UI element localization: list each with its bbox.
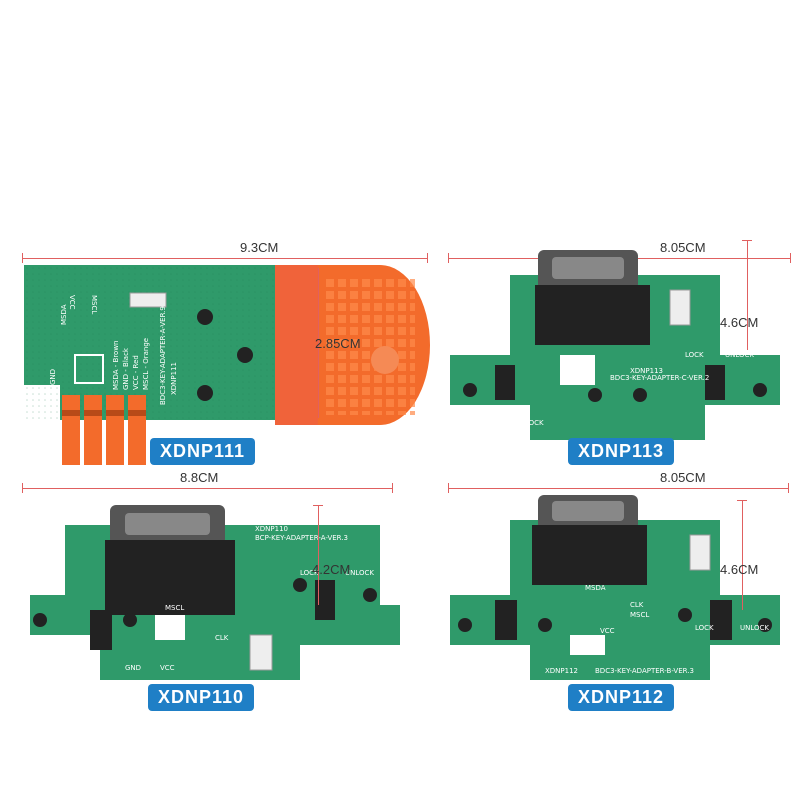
width-label: 4.2CM: [312, 562, 351, 577]
length-dimension-line: [448, 488, 788, 489]
silk-unlock: UNLOCK: [740, 624, 769, 632]
pcb-image-xdnp111: MSDA GND VCC MSCL MSDA - Brown GND - Bla…: [24, 265, 430, 465]
width-label: 4.6CM: [720, 562, 759, 577]
board-xdnp111-panel: 9.3CM: [0, 230, 440, 470]
dimension-tick: [313, 505, 323, 506]
dimension-tick: [790, 253, 791, 263]
length-dimension-line: [22, 258, 427, 259]
silk-board-id: BDC3-KEY-ADAPTER-C-VER.2: [610, 374, 709, 382]
model-badge-xdnp112: XDNP112: [568, 684, 675, 711]
width-label: 4.6CM: [720, 315, 759, 330]
silk-lock-2: LOCK: [525, 419, 544, 427]
silk-msda: MSDA: [60, 304, 68, 325]
width-dimension-line: [742, 500, 743, 610]
silk-mscl: MSCL: [165, 604, 184, 612]
length-label: 8.05CM: [660, 470, 706, 485]
silk-model: XDNP111: [170, 362, 178, 395]
silk-brown: MSDA - Brown: [112, 341, 120, 391]
silk-clk: CLK: [215, 634, 229, 642]
silk-vcc: VCC: [600, 627, 615, 635]
silk-unlock-2: UNLOCK: [480, 419, 509, 427]
dimension-tick: [22, 483, 23, 493]
length-dimension-line: [22, 488, 392, 489]
width-label: 2.85CM: [315, 336, 361, 351]
pcb-image-xdnp113: BDC3-KEY-ADAPTER-C-VER.2 XDNP113 LOCK UN…: [450, 250, 780, 440]
dimension-tick: [448, 253, 449, 263]
width-dimension-line: [747, 240, 748, 350]
silk-vcc: VCC: [160, 664, 175, 672]
silk-board-id: BDC3-KEY-ADAPTER-B-VER.3: [595, 667, 694, 675]
silk-mscl: MSCL: [90, 295, 98, 314]
dimension-tick: [22, 253, 23, 263]
model-badge-xdnp113: XDNP113: [568, 438, 675, 465]
length-label: 8.8CM: [180, 470, 219, 485]
silk-model: XDNP113: [630, 367, 663, 375]
dimension-tick: [737, 500, 747, 501]
silk-vcc: VCC: [68, 295, 76, 310]
silk-lock: LOCK: [685, 351, 704, 359]
silk-gnd: GND: [49, 369, 57, 385]
silk-red: VCC - Red: [132, 355, 140, 390]
dimension-tick: [788, 483, 789, 493]
silk-lock: LOCK: [300, 569, 319, 577]
dimension-tick: [427, 253, 428, 263]
silk-mscl: MSCL: [630, 611, 649, 619]
silk-model: XDNP110: [255, 525, 288, 533]
dimension-tick: [742, 240, 752, 241]
silk-gnd: GND: [125, 664, 141, 672]
silk-lock: LOCK: [695, 624, 714, 632]
width-dimension-line: [318, 505, 319, 605]
silk-orange: MSCL - Orange: [142, 338, 150, 390]
length-label: 9.3CM: [240, 240, 279, 255]
silk-msda: MSDA: [585, 584, 606, 592]
pcb-image-xdnp110: BCP-KEY-ADAPTER-A-VER.3 XDNP110 LOCK UNL…: [30, 505, 400, 680]
board-xdnp113-panel: 8.05CM BDC3-KEY-ADAPTER-C-VER.2 XDNP113 …: [440, 230, 800, 470]
silk-black: GND - Black: [122, 347, 130, 390]
model-badge-xdnp110: XDNP110: [148, 684, 255, 711]
pcb-image-xdnp112: MSDA CLK MSCL VCC LOCK UNLOCK XDNP112 BD…: [450, 495, 780, 680]
silk-model: XDNP112: [545, 667, 578, 675]
silk-unlock: UNLOCK: [725, 351, 754, 359]
silk-unlock: UNLOCK: [345, 569, 374, 577]
dimension-tick: [392, 483, 393, 493]
width-dimension-line: [318, 268, 319, 418]
board-xdnp112-panel: 8.05CM MSDA CLK MSCL VCC LOCK UNLOCK XDN…: [440, 470, 800, 720]
silk-clk: CLK: [630, 601, 644, 609]
board-xdnp110-panel: 8.8CM BCP-KEY-ADAPTER-A-VER.3 XDNP110 LO…: [0, 470, 440, 720]
silk-board-id: BDC3-KEY-ADAPTER-A-VER.9: [159, 306, 167, 405]
length-label: 8.05CM: [660, 240, 706, 255]
model-badge-xdnp111: XDNP111: [150, 438, 256, 465]
dimension-tick: [448, 483, 449, 493]
silk-board-id: BCP-KEY-ADAPTER-A-VER.3: [255, 534, 348, 542]
